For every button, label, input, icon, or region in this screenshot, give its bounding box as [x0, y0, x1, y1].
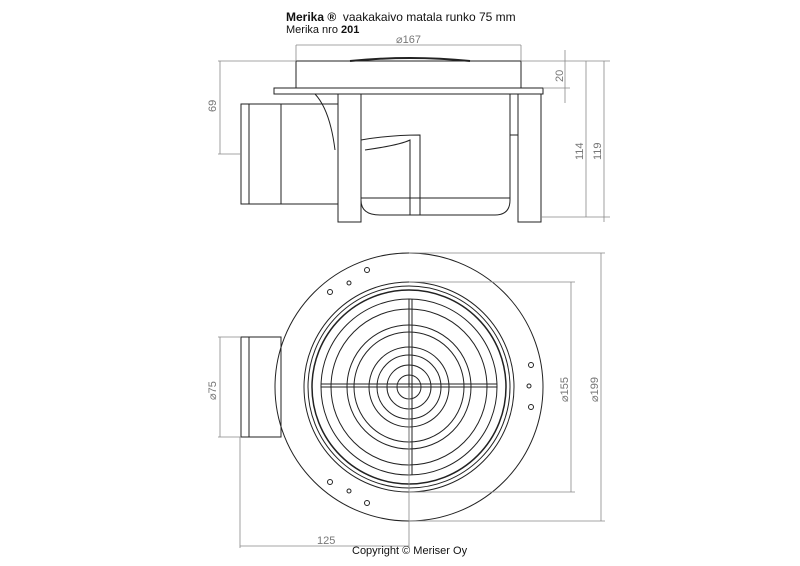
dim-inlet-diameter: ⌀75 — [207, 381, 219, 400]
brand-name: Merika ® — [286, 10, 337, 24]
product-number-prefix: Merika nro — [286, 24, 338, 36]
dim-inlet-height: 69 — [207, 100, 219, 112]
dim-inlet-offset: 125 — [317, 535, 335, 547]
drawing-title: Merika ® vaakakaivo matala runko 75 mm — [286, 10, 516, 24]
dim-grate-height: 20 — [554, 70, 566, 82]
top-view — [218, 252, 605, 548]
dimension-labels: ⌀167 69 20 114 119 ⌀75 ⌀155 ⌀199 125 — [207, 34, 604, 547]
copyright-notice: Copyright © Meriser Oy — [352, 545, 468, 557]
product-number: 201 — [341, 24, 360, 36]
dim-outer-diameter: ⌀199 — [589, 377, 601, 402]
product-description: vaakakaivo matala runko 75 mm — [342, 10, 516, 24]
dim-total-height: 119 — [592, 142, 604, 160]
side-view — [218, 44, 610, 223]
product-number-line: Merika nro 201 — [286, 24, 359, 36]
dim-top-diameter: ⌀167 — [396, 34, 421, 46]
dim-body-height: 114 — [574, 142, 586, 160]
dim-inner-diameter: ⌀155 — [559, 377, 571, 402]
